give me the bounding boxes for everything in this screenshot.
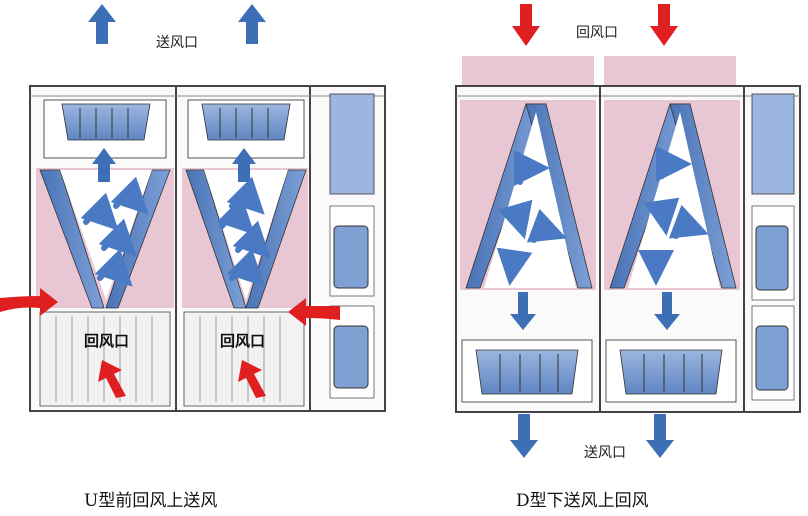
right-caption: D型下送风上回风 [516,486,649,511]
supply-arrow-down [646,414,674,458]
u-compressor-column [330,94,374,398]
d-type-unit [456,4,800,458]
supply-arrow-down [510,414,538,458]
d-compressor-column [752,94,794,400]
supply-arrow-up [238,4,266,44]
return-arrow-down [650,4,678,46]
u-fan-right [188,100,304,158]
supply-arrow-up [88,4,116,44]
u-type-unit [0,4,385,411]
right-supply-outlet-label: 送风口 [584,442,626,462]
d-fan-left [462,340,592,402]
left-return-inlet-label-2: 回风口 [220,330,265,351]
left-caption: U型前回风上送风 [84,486,217,511]
u-fan-left [44,100,166,158]
left-return-inlet-label-1: 回风口 [84,330,129,351]
return-arrow-down [512,4,540,46]
d-fan-right [606,340,736,402]
left-supply-outlet-label: 送风口 [156,32,198,52]
right-return-inlet-label: 回风口 [576,22,618,42]
